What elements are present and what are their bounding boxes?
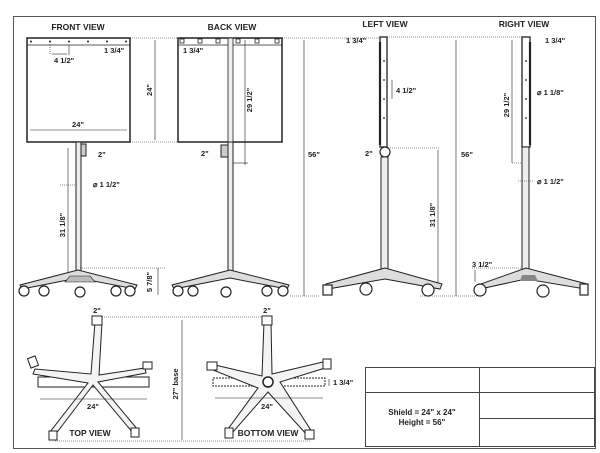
front-edge-label: 1 3/4"	[104, 46, 125, 55]
back-clamp-label: 2"	[201, 149, 209, 158]
left-view-title: LEFT VIEW	[362, 19, 408, 29]
top-view	[26, 315, 153, 441]
front-clamp-label: 2"	[98, 150, 106, 159]
drawing-frame	[13, 16, 596, 449]
back-mount-label: 29 1/2"	[245, 87, 254, 112]
front-view-title: FRONT VIEW	[51, 22, 105, 32]
left-view	[322, 36, 527, 297]
shield-height-dimension	[130, 37, 178, 143]
left-overall-label: 56"	[461, 150, 473, 159]
spec-height: Height = 56"	[399, 418, 446, 427]
left-hole-pitch-label: 4 1/2"	[396, 86, 417, 95]
left-clamp-label: 2"	[365, 149, 373, 158]
front-pole-dia-label: ⌀ 1 1/2"	[93, 180, 120, 189]
top-view-title: TOP VIEW	[69, 428, 111, 438]
back-view-title: BACK VIEW	[208, 22, 258, 32]
right-view-title: RIGHT VIEW	[499, 19, 551, 29]
left-thickness-label: 1 3/4"	[346, 36, 367, 45]
title-block	[365, 367, 595, 447]
base-label: 27" base	[171, 368, 180, 399]
bottom-view	[206, 315, 332, 440]
right-view	[472, 36, 589, 298]
front-width-label: 24"	[72, 120, 84, 129]
bottom-caster-label: 2"	[263, 306, 271, 315]
spec-shield-size: Shield = 24" x 24"	[388, 408, 456, 417]
overall-height-dimension	[282, 37, 380, 297]
left-pole-height-label: 31 1/8"	[428, 202, 437, 227]
right-pole-dia-label: ⌀ 1 1/2"	[537, 177, 564, 186]
back-view	[80, 37, 290, 298]
top-caster-label: 2"	[93, 306, 101, 315]
right-base-height-label: 3 1/2"	[472, 260, 493, 269]
top-width-label: 24"	[87, 402, 99, 411]
front-base-height-label: 5 7/8"	[145, 271, 154, 292]
front-hole-pitch-label: 4 1/2"	[54, 56, 75, 65]
base-dimension	[55, 316, 310, 442]
right-mount-label: 29 1/2"	[502, 92, 511, 117]
bottom-width-label: 24"	[261, 402, 273, 411]
bottom-view-title: BOTTOM VIEW	[238, 428, 300, 438]
front-view	[18, 37, 138, 298]
back-height-label: 24"	[145, 84, 154, 96]
front-pole-height-label: 31 1/8"	[58, 212, 67, 237]
back-edge-label: 1 3/4"	[183, 46, 204, 55]
back-overall-label: 56"	[308, 150, 320, 159]
right-thickness-label: 1 3/4"	[545, 36, 566, 45]
bottom-thickness-label: 1 3/4"	[333, 378, 354, 387]
right-pole-top-dia-label: ⌀ 1 1/8"	[537, 88, 564, 97]
